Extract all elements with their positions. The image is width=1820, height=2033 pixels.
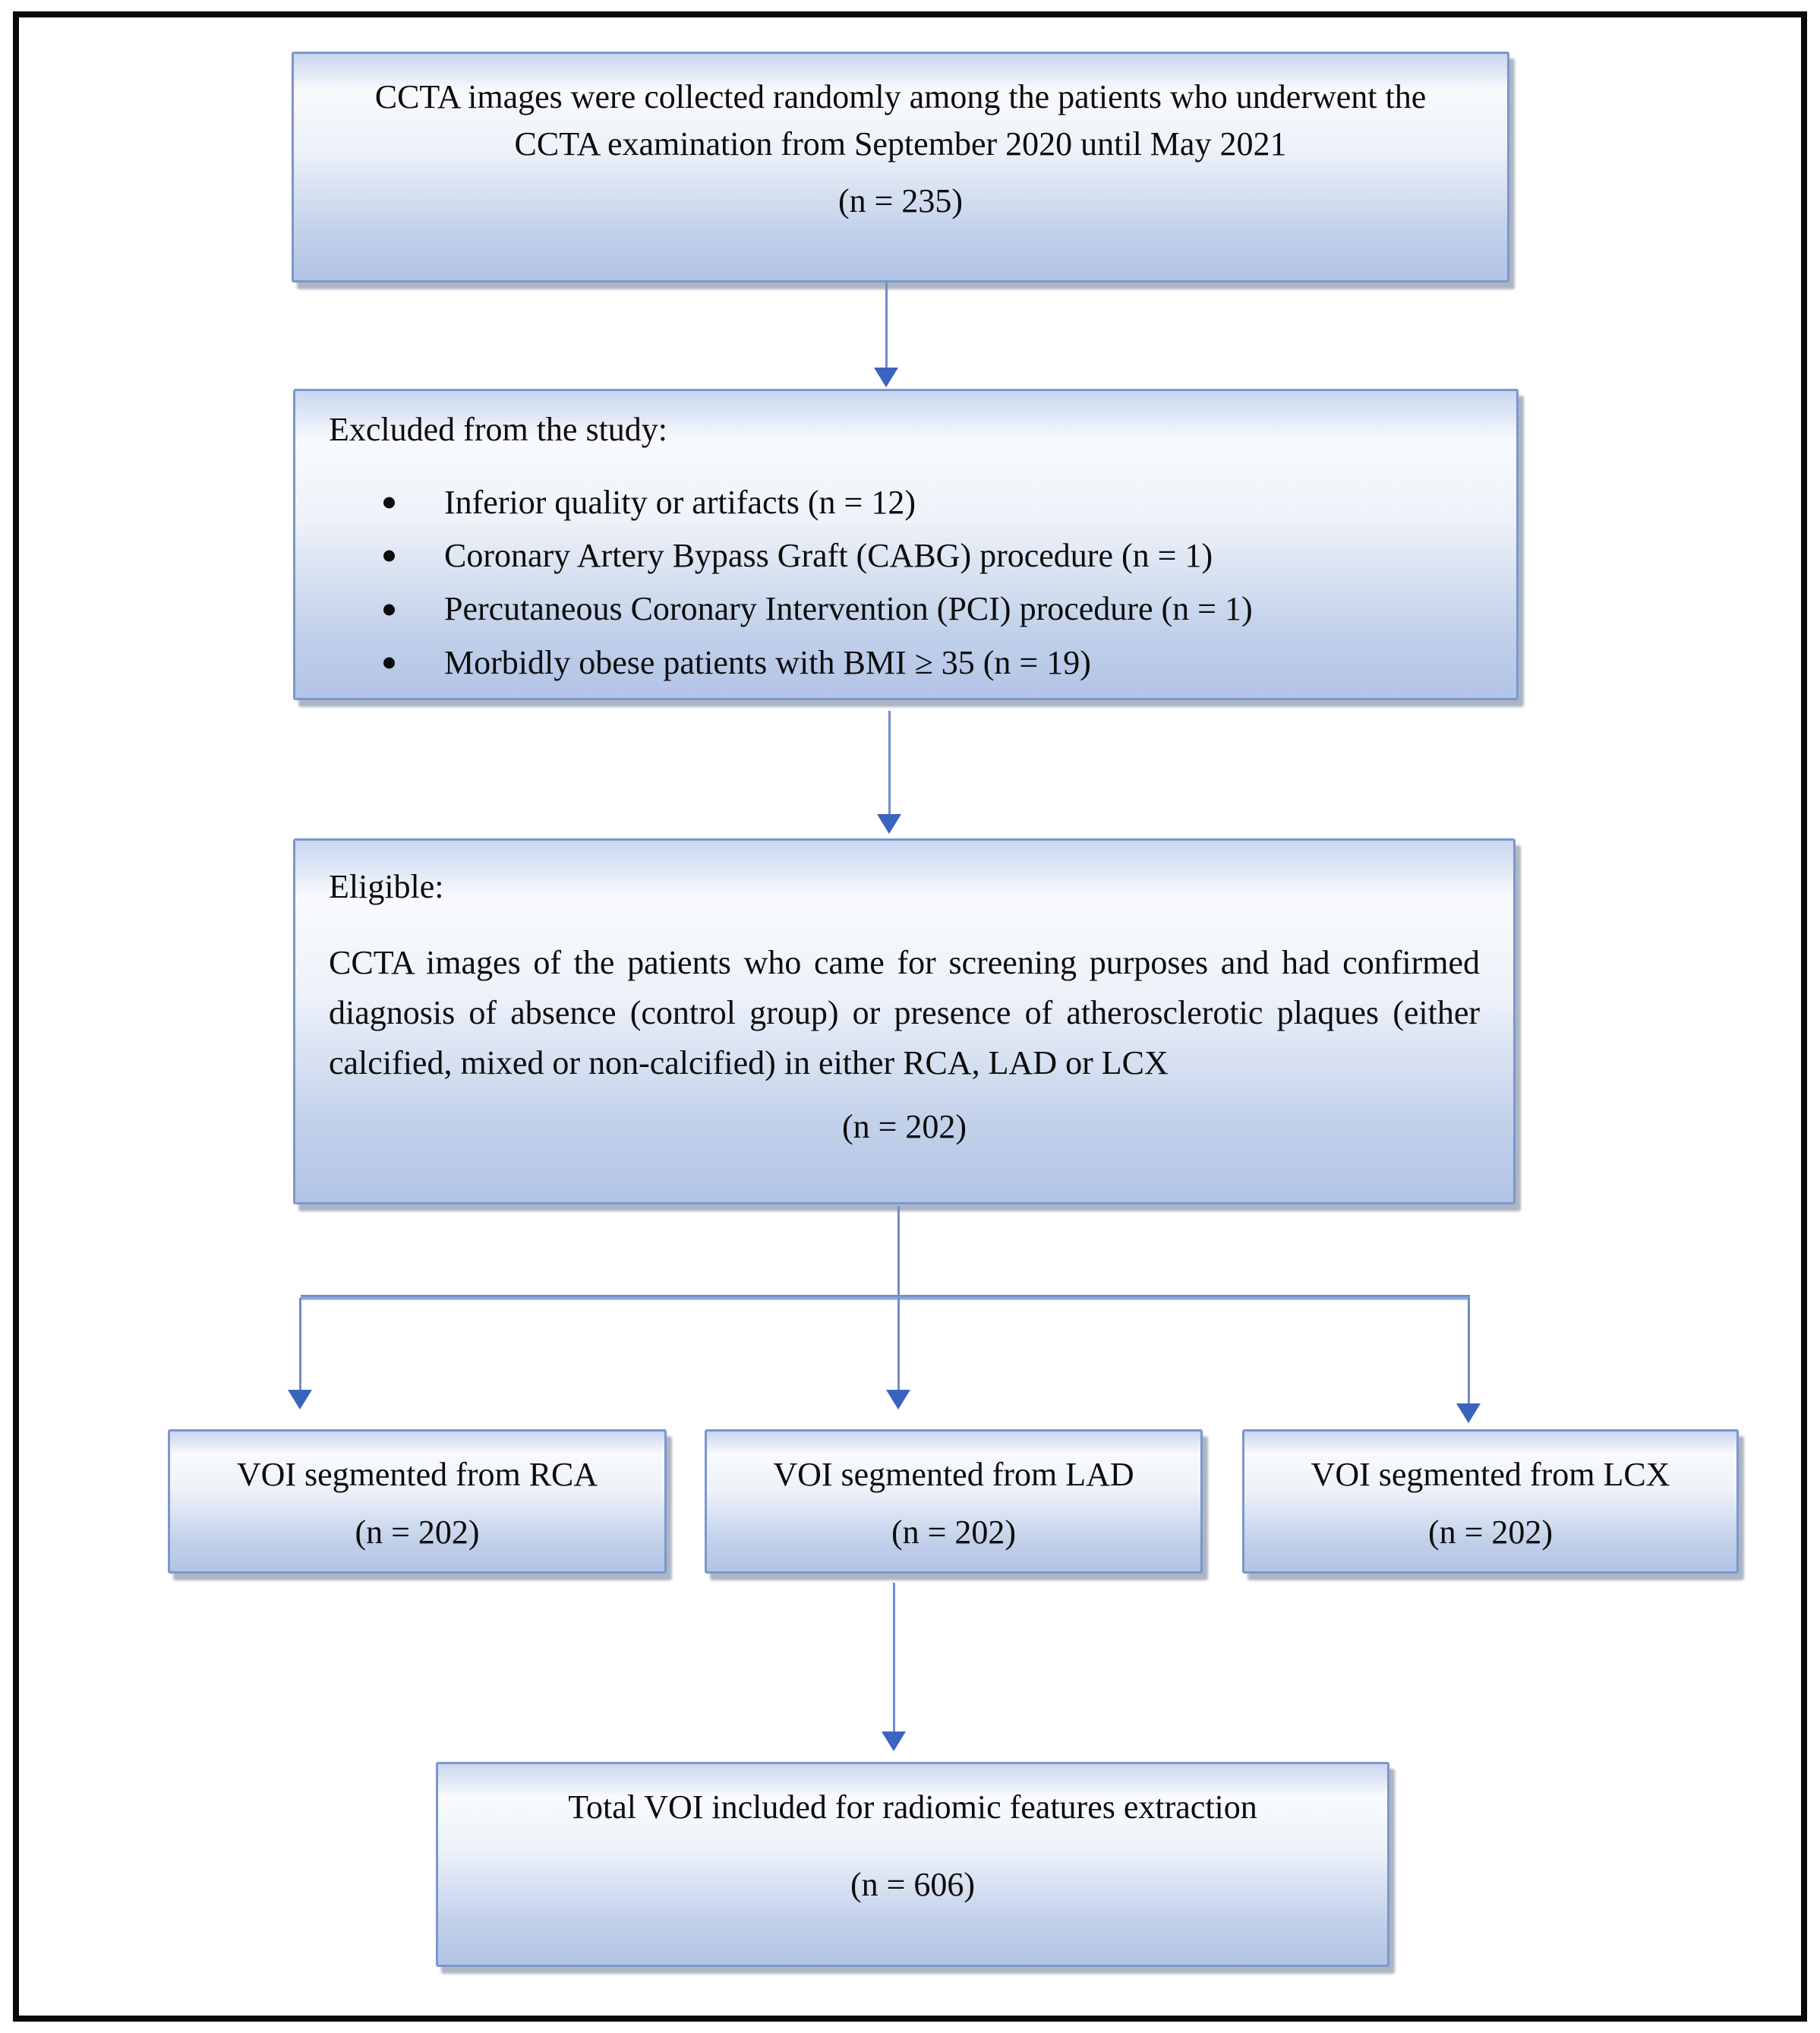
- excluded-item: Morbidly obese patients with BMI ≥ 35 (n…: [329, 636, 1483, 690]
- connector-eligible-branch-stem: [897, 1206, 900, 1298]
- excluded-item: Inferior quality or artifacts (n = 12): [329, 476, 1483, 529]
- voi-lad-n-count: (n = 202): [891, 1513, 1017, 1551]
- connector-excluded-to-eligible: [888, 711, 891, 814]
- connector-collected-to-excluded: [885, 283, 888, 369]
- arrowhead-down-icon: [874, 368, 898, 387]
- voi-rca-n-count: (n = 202): [355, 1513, 480, 1551]
- box-voi-lad: VOI segmented from LAD (n = 202): [705, 1429, 1203, 1574]
- excluded-title: Excluded from the study:: [329, 411, 668, 448]
- arrowhead-down-icon: [877, 814, 901, 834]
- bullet-icon: [383, 657, 395, 669]
- excluded-item-text: Coronary Artery Bypass Graft (CABG) proc…: [444, 536, 1213, 574]
- box-voi-lcx: VOI segmented from LCX (n = 202): [1242, 1429, 1739, 1574]
- box-excluded: Excluded from the study: Inferior qualit…: [293, 389, 1519, 700]
- bullet-icon: [383, 550, 395, 562]
- collected-n-count: (n = 235): [837, 182, 964, 220]
- box-voi-rca: VOI segmented from RCA (n = 202): [168, 1429, 667, 1574]
- excluded-item: Percutaneous Coronary Intervention (PCI)…: [329, 582, 1483, 636]
- connector-branch-horizontal: [301, 1295, 1470, 1300]
- arrowhead-down-icon: [1456, 1403, 1481, 1423]
- voi-lcx-n-count: (n = 202): [1427, 1513, 1553, 1551]
- voi-lcx-label: VOI segmented from LCX: [1311, 1456, 1670, 1493]
- bullet-icon: [383, 604, 395, 616]
- collected-line2: CCTA examination from September 2020 unt…: [514, 125, 1287, 163]
- excluded-list: Inferior quality or artifacts (n = 12) C…: [329, 476, 1483, 690]
- arrowhead-down-icon: [886, 1390, 910, 1410]
- eligible-body: CCTA images of the patients who came for…: [329, 943, 1480, 1081]
- box-eligible: Eligible: CCTA images of the patients wh…: [293, 838, 1516, 1204]
- arrowhead-down-icon: [882, 1732, 906, 1751]
- voi-rca-label: VOI segmented from RCA: [236, 1456, 598, 1493]
- voi-lad-label: VOI segmented from LAD: [773, 1456, 1134, 1493]
- total-label: Total VOI included for radiomic features…: [568, 1788, 1257, 1826]
- bullet-icon: [383, 497, 395, 509]
- total-n-count: (n = 606): [850, 1865, 976, 1903]
- excluded-item: Coronary Artery Bypass Graft (CABG) proc…: [329, 529, 1483, 582]
- collected-line1: CCTA images were collected randomly amon…: [374, 78, 1427, 115]
- eligible-title: Eligible:: [329, 868, 444, 905]
- connector-branch-center: [897, 1298, 900, 1390]
- connector-branch-left: [299, 1298, 301, 1390]
- connector-branch-right: [1468, 1298, 1470, 1403]
- box-total: Total VOI included for radiomic features…: [436, 1762, 1389, 1967]
- arrowhead-down-icon: [288, 1390, 312, 1410]
- excluded-item-text: Percutaneous Coronary Intervention (PCI)…: [444, 590, 1253, 628]
- connector-lad-to-total: [893, 1583, 895, 1732]
- eligible-n-count: (n = 202): [841, 1107, 967, 1145]
- box-collected: CCTA images were collected randomly amon…: [292, 52, 1509, 283]
- excluded-item-text: Inferior quality or artifacts (n = 12): [444, 483, 916, 521]
- excluded-item-text: Morbidly obese patients with BMI ≥ 35 (n…: [444, 643, 1091, 681]
